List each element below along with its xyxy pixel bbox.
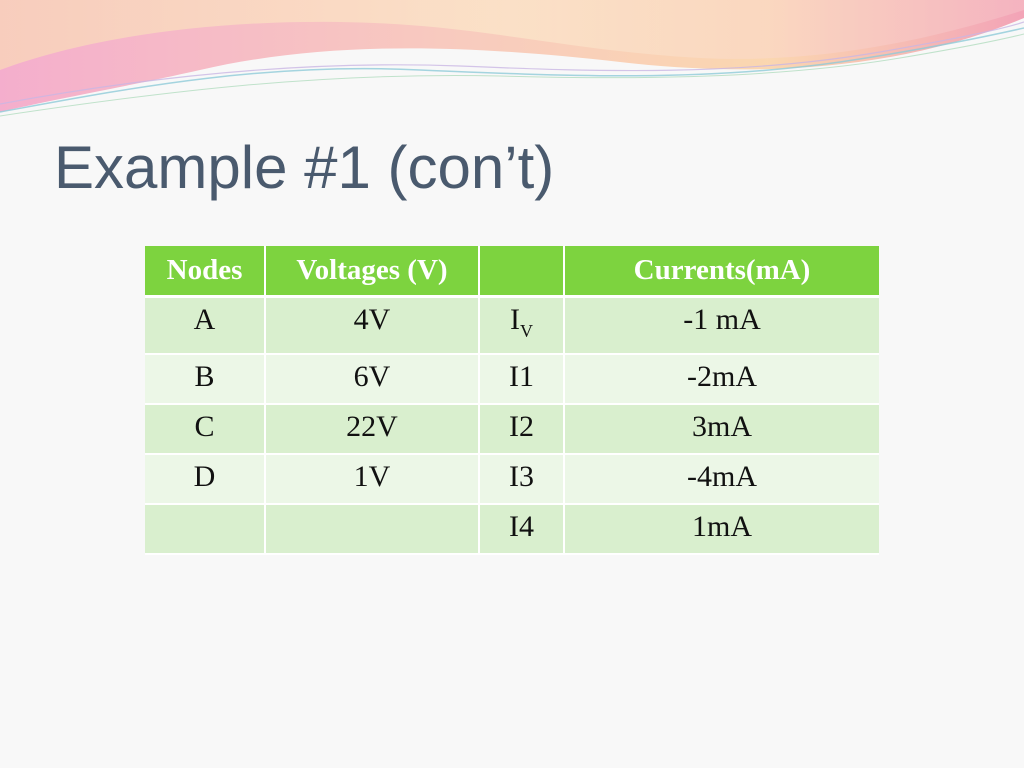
cell-voltage: 6V — [266, 355, 480, 405]
decorative-banner — [0, 0, 1024, 117]
current-label-base: I — [510, 303, 520, 336]
cell-node: C — [145, 405, 266, 455]
cell-voltage: 1V — [266, 455, 480, 505]
cell-voltage: 4V — [266, 298, 480, 355]
table-row: A 4V IV -1 mA — [145, 298, 879, 355]
header-currents: Currents(mA) — [565, 246, 879, 298]
table-row: C 22V I2 3mA — [145, 405, 879, 455]
cell-current-label: I3 — [480, 455, 565, 505]
header-current-label — [480, 246, 565, 298]
cell-node: A — [145, 298, 266, 355]
table-row: D 1V I3 -4mA — [145, 455, 879, 505]
cell-voltage — [266, 505, 480, 555]
cell-node — [145, 505, 266, 555]
current-label-subscript: V — [520, 321, 533, 341]
cell-current-label: IV — [480, 298, 565, 355]
header-voltages: Voltages (V) — [266, 246, 480, 298]
cell-node: D — [145, 455, 266, 505]
cell-current-label: I1 — [480, 355, 565, 405]
cell-current: -4mA — [565, 455, 879, 505]
slide-title: Example #1 (con’t) — [54, 134, 555, 201]
cell-current: -2mA — [565, 355, 879, 405]
cell-current: -1 mA — [565, 298, 879, 355]
cell-node: B — [145, 355, 266, 405]
cell-current-label: I4 — [480, 505, 565, 555]
table-header-row: Nodes Voltages (V) Currents(mA) — [145, 246, 879, 298]
cell-current-label: I2 — [480, 405, 565, 455]
data-table: Nodes Voltages (V) Currents(mA) A 4V IV … — [145, 246, 879, 555]
table-row: B 6V I1 -2mA — [145, 355, 879, 405]
cell-current: 3mA — [565, 405, 879, 455]
table-row: I4 1mA — [145, 505, 879, 555]
cell-current: 1mA — [565, 505, 879, 555]
header-nodes: Nodes — [145, 246, 266, 298]
cell-voltage: 22V — [266, 405, 480, 455]
